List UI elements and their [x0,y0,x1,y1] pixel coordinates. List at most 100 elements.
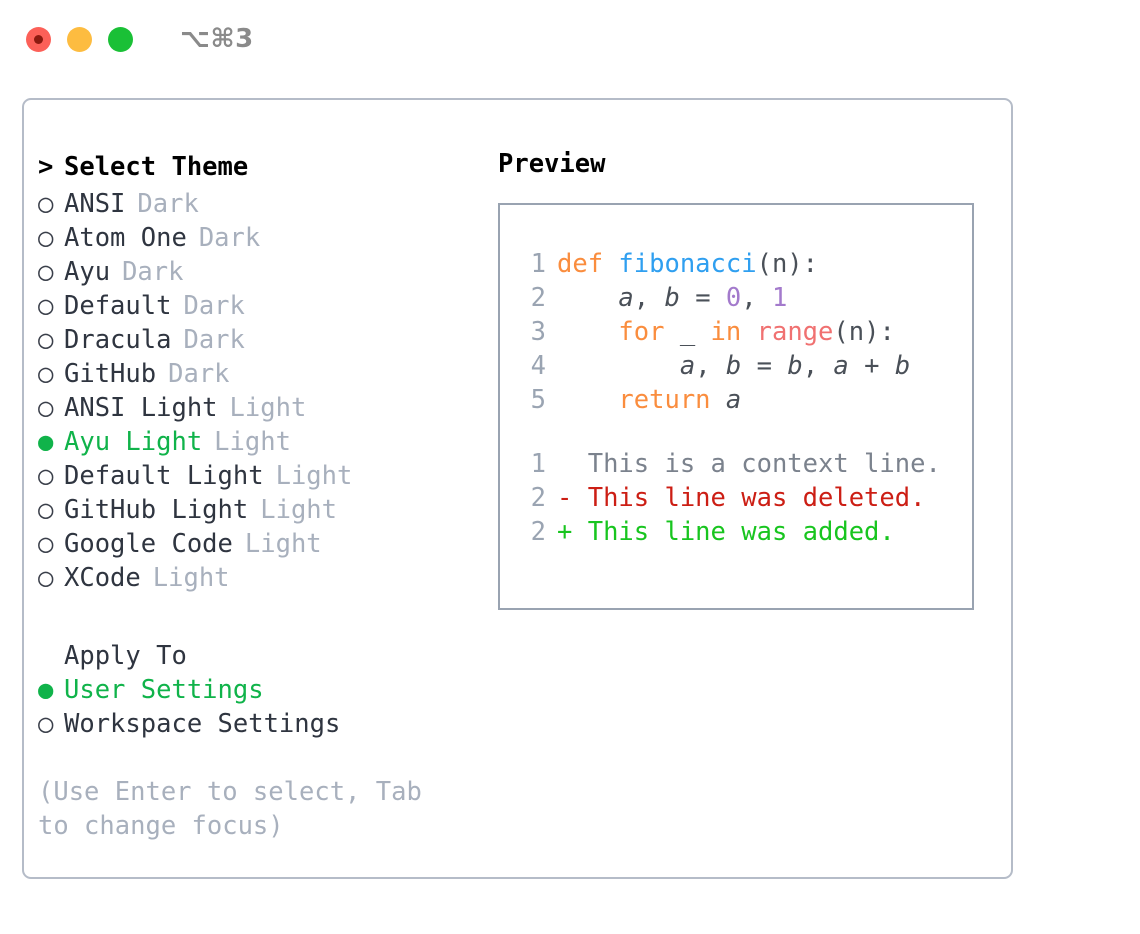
apply-to-option-label: Workspace Settings [64,709,341,739]
diff-sign-marker [557,449,572,479]
code-token-plain: (n): [833,317,895,347]
theme-option-dracula[interactable]: ○ Dracula Dark [38,323,484,357]
theme-option-atom-one[interactable]: ○ Atom One Dark [38,221,484,255]
apply-to-heading-label: Apply To [64,641,187,671]
close-window-icon[interactable] [26,26,51,52]
theme-option-ayu-light[interactable]: ● Ayu Light Light [38,425,484,459]
code-token-kw: return [618,385,711,415]
theme-option-label: ANSI Light [64,393,218,423]
code-token-var: a [725,385,742,415]
radio-unselected-icon: ○ [38,563,54,593]
diff-sign-marker: - [557,483,573,513]
code-line-number: 2 [530,283,546,313]
theme-option-default-light[interactable]: ○ Default Light Light [38,459,484,493]
select-theme-heading: > Select Theme [38,147,484,187]
apply-to-option-workspace-settings[interactable]: ○ Workspace Settings [38,707,484,741]
code-line: 3 for _ in range(n): [516,315,972,349]
code-token-plain [557,283,618,313]
code-token-num: 0 [725,283,742,313]
code-token-var: a [679,351,696,381]
diff-line-content: This is a context line. [557,447,941,481]
preview-heading: Preview [498,149,606,179]
theme-option-label: XCode [64,563,141,593]
code-token-var: a [618,283,634,313]
theme-variant-tag: Dark [183,325,245,355]
radio-unselected-icon: ○ [38,223,54,253]
code-token-plain: , [695,351,726,381]
theme-option-ayu[interactable]: ○ Ayu Dark [38,255,484,289]
theme-variant-tag: Dark [168,359,230,389]
section-spacer [38,595,484,639]
radio-unselected-icon: ○ [38,393,54,423]
theme-variant-tag: Dark [183,291,245,321]
theme-option-label: GitHub [64,359,157,389]
code-line-number: 4 [530,351,546,381]
apply-to-option-list: ● User Settings ○ Workspace Settings [38,673,484,741]
code-line: 5 return a [516,383,972,417]
radio-selected-icon: ● [38,427,54,457]
code-line-content: a, b = 0, 1 [557,281,787,315]
theme-option-label: Ayu [64,257,111,287]
diff-line-content: + This line was added. [557,515,895,549]
theme-option-label: Ayu Light [64,427,203,457]
code-token-var: b [787,351,803,381]
theme-option-label: Google Code [64,529,233,559]
code-token-var: a [833,351,849,381]
keyboard-hint-text: (Use Enter to select, Tab to change focu… [38,777,422,841]
code-line: 4 a, b = b, a + b [516,349,972,383]
traffic-lights [26,26,133,52]
radio-unselected-icon: ○ [38,709,54,739]
code-token-var: b [894,351,911,381]
code-line-number: 5 [530,385,546,415]
theme-variant-tag: Dark [122,257,184,287]
radio-unselected-icon: ○ [38,325,54,355]
radio-unselected-icon: ○ [38,291,54,321]
radio-unselected-icon: ○ [38,257,54,287]
theme-variant-tag: Dark [137,189,199,219]
diff-line-content: - This line was deleted. [557,481,925,515]
code-diff-spacer [516,417,972,447]
code-line-content: return a [557,383,741,417]
diff-line-number: 2 [530,517,546,547]
theme-option-label: Dracula [64,325,172,355]
apply-to-option-label: User Settings [64,675,264,705]
maximize-window-icon[interactable] [108,26,133,52]
code-line: 2 a, b = 0, 1 [516,281,972,315]
radio-unselected-icon: ○ [38,461,54,491]
theme-option-ansi-light[interactable]: ○ ANSI Light Light [38,391,484,425]
code-token-var: b [725,351,742,381]
theme-option-label: Default Light [64,461,264,491]
radio-unselected-icon: ○ [38,495,54,525]
theme-variant-tag: Light [275,461,353,491]
theme-option-label: Atom One [64,223,187,253]
theme-variant-tag: Light [214,427,291,457]
apply-to-option-user-settings[interactable]: ● User Settings [38,673,484,707]
theme-variant-tag: Light [244,529,322,559]
code-token-plain: , [633,283,665,313]
minimize-window-icon[interactable] [67,26,92,52]
code-token-plain [711,385,726,415]
code-token-plain: (n): [756,249,819,279]
code-token-plain: , [741,283,772,313]
select-theme-heading-label: Select Theme [64,152,249,182]
radio-selected-icon: ● [38,675,54,705]
code-token-plain: = [679,283,726,313]
diff-line-del: 2 - This line was deleted. [516,481,972,515]
theme-variant-tag: Dark [198,223,261,253]
theme-variant-tag: Light [229,393,307,423]
prompt-caret-icon: > [38,152,54,182]
diff-line-number: 2 [530,483,546,513]
diff-sample: 1 This is a context line.2- This line wa… [516,447,972,549]
